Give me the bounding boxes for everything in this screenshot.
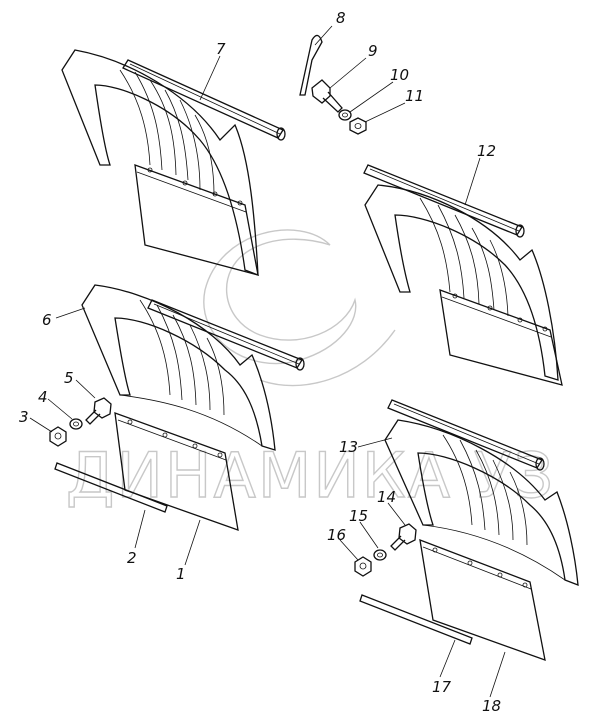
part-label-14: 14 [377, 488, 396, 506]
mudguard-assembly-mid-left [81, 284, 305, 451]
nut-icon [354, 556, 372, 577]
part-label-13: 13 [339, 438, 358, 456]
part-label-12: 12 [477, 142, 496, 160]
retaining-strip [359, 594, 473, 645]
part-label-10: 10 [390, 66, 409, 84]
retaining-strip [54, 462, 168, 513]
part-label-9: 9 [368, 42, 378, 60]
fastener-set-top [299, 34, 367, 135]
watermark-text: ДИНАМИКА УЗ [66, 439, 555, 512]
mudguard-assembly-top-left [61, 49, 286, 276]
fastener-set-left [49, 397, 112, 447]
washer-icon [69, 418, 83, 430]
part-label-3: 3 [19, 408, 29, 426]
cotter-pin-icon [299, 34, 323, 96]
flap-and-strip-left [54, 412, 239, 531]
part-label-18: 18 [482, 697, 501, 715]
bolt-icon [390, 523, 417, 551]
mudguard-assembly-bottom-right [384, 399, 579, 586]
bolt-icon [311, 79, 343, 113]
fastener-set-right [354, 523, 417, 577]
part-label-5: 5 [64, 369, 74, 387]
bolt-icon [85, 397, 112, 425]
part-label-6: 6 [42, 311, 52, 329]
washer-icon [373, 549, 387, 561]
mud-flap [114, 412, 239, 531]
mudguard-assembly-top-right [363, 164, 563, 386]
part-label-15: 15 [349, 507, 368, 525]
part-label-4: 4 [38, 388, 48, 406]
leader-lines [29, 25, 506, 698]
part-label-2: 2 [127, 549, 137, 567]
nut-icon [49, 426, 67, 447]
watermark-logo-icon [203, 229, 357, 365]
part-label-17: 17 [432, 678, 452, 696]
part-label-7: 7 [216, 40, 226, 58]
nut-icon [349, 117, 367, 135]
flap-and-strip-right [359, 538, 546, 661]
part-label-16: 16 [327, 526, 346, 544]
part-label-1: 1 [176, 565, 186, 583]
washer-icon [338, 109, 352, 121]
watermark: ДИНАМИКА УЗ [65, 229, 555, 513]
mud-flap [419, 538, 546, 661]
part-label-11: 11 [405, 87, 424, 105]
part-number-labels: 7 8 9 10 11 12 6 5 4 3 13 14 15 16 2 1 1… [19, 9, 501, 715]
part-label-8: 8 [336, 9, 346, 27]
